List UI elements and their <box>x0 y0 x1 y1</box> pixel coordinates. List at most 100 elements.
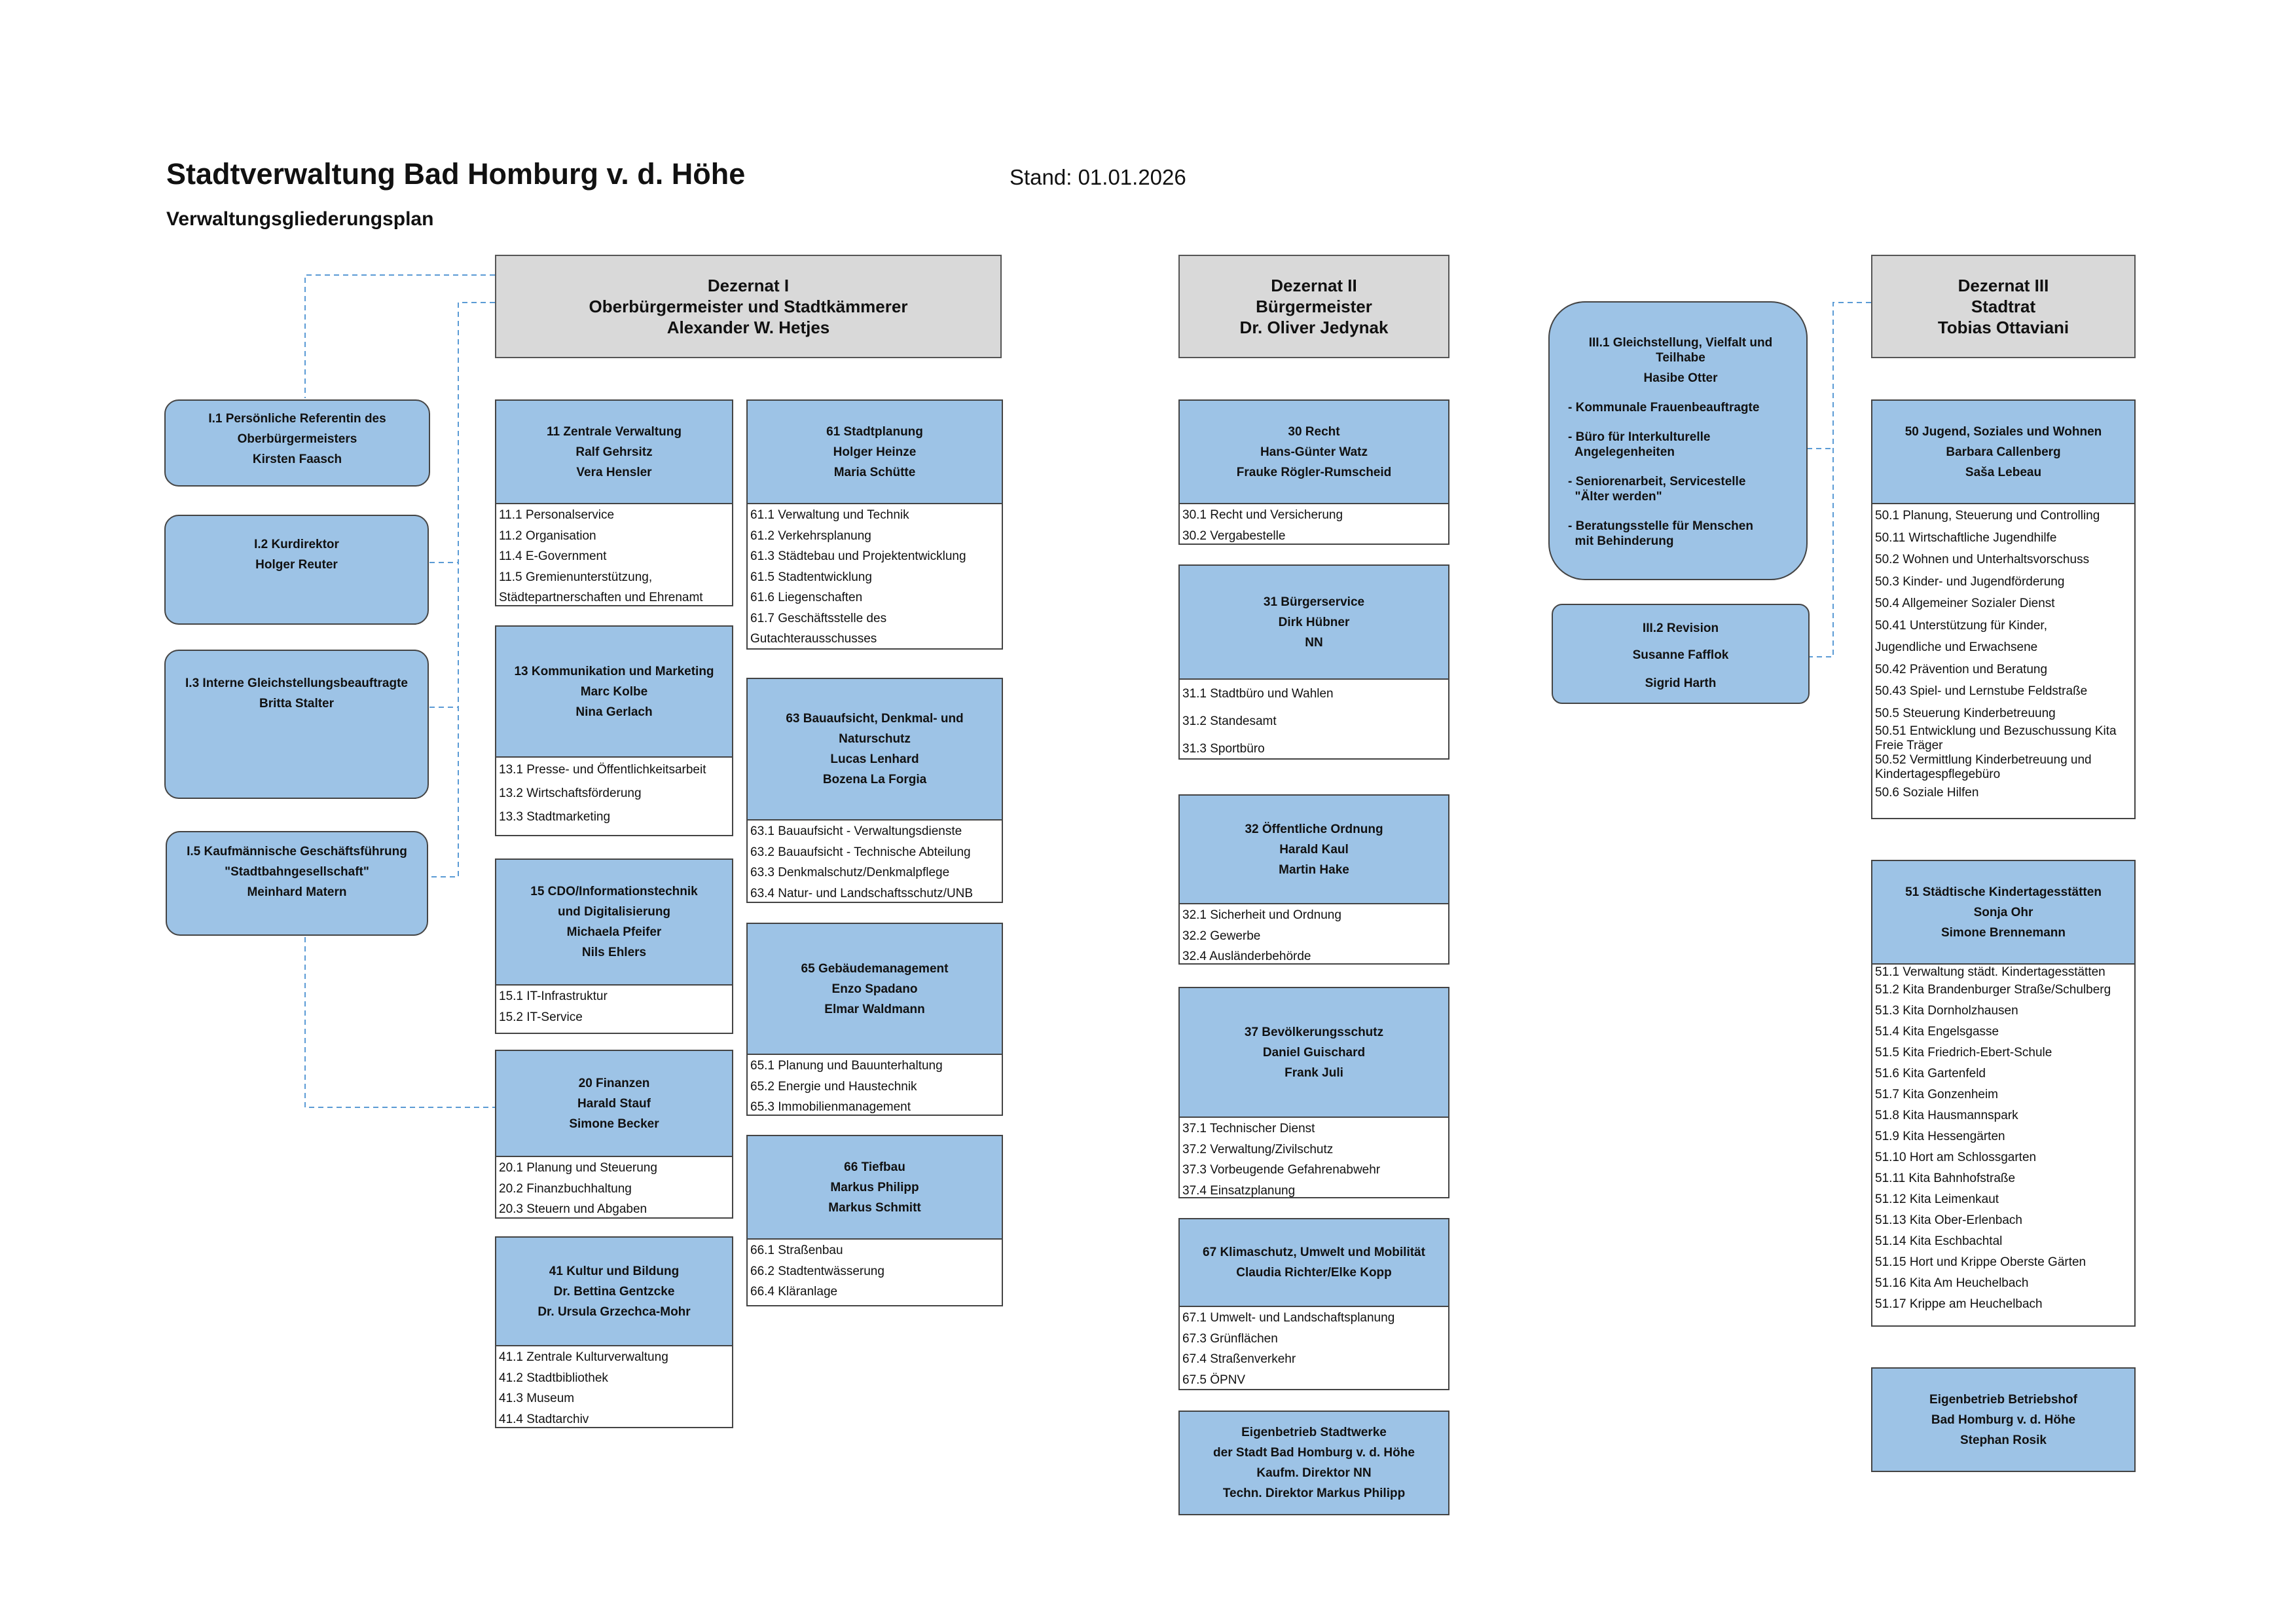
unit-person: Sonja Ohr <box>1973 905 2033 919</box>
unit-person: Ralf Gehrsitz <box>575 445 653 459</box>
staff-unit-line: III.2 Revision <box>1642 621 1719 635</box>
unit-title: 66 Tiefbau <box>844 1160 905 1174</box>
task-item: 51.1 Verwaltung städt. Kindertagesstätte… <box>1875 965 2105 979</box>
task-item: 41.1 Zentrale Kulturverwaltung <box>499 1350 668 1364</box>
dezernat-3-number: Dezernat III <box>1958 276 2049 295</box>
connector-staff-iii <box>1810 302 1871 657</box>
task-item: 51.11 Kita Bahnhofstraße <box>1875 1172 2016 1185</box>
unit-person: Harald Kaul <box>1279 842 1349 857</box>
staff-unit-line: - Seniorenarbeit, Servicestelle <box>1568 475 1746 489</box>
task-item: 11.2 Organisation <box>499 528 596 543</box>
staff-unit-line: Britta Stalter <box>259 697 335 710</box>
task-item: 61.2 Verkehrsplanung <box>750 528 871 543</box>
task-item: 13.2 Wirtschaftsförderung <box>499 786 642 800</box>
unit-person: Dr. Ursula Grzechca-Mohr <box>538 1304 691 1319</box>
task-item: 51.10 Hort am Schlossgarten <box>1875 1151 2037 1164</box>
task-item: 31.3 Sportbüro <box>1182 742 1265 756</box>
task-item: 15.1 IT-Infrastruktur <box>499 989 608 1003</box>
task-item: Städtepartnerschaften und Ehrenamt <box>499 591 703 604</box>
task-item: 50.11 Wirtschaftliche Jugendhilfe <box>1875 530 2057 545</box>
task-item: 20.3 Steuern und Abgaben <box>499 1202 647 1216</box>
unit-title: 51 Städtische Kindertagesstätten <box>1905 885 2102 899</box>
staff-unit-line: I.5 Kaufmännische Geschäftsführung <box>187 845 407 858</box>
staff-unit-line: "Älter werden" <box>1568 490 1662 504</box>
unit-person: Simone Brennemann <box>1941 925 2066 940</box>
unit-person: Harald Stauf <box>577 1096 651 1111</box>
unit-person: Enzo Spadano <box>831 982 918 996</box>
task-item: 41.2 Stadtbibliothek <box>499 1371 608 1385</box>
unit-person: Markus Philipp <box>830 1180 919 1194</box>
task-item: 63.2 Bauaufsicht - Technische Abteilung <box>750 845 971 859</box>
task-item: 51.17 Krippe am Heuchelbach <box>1875 1297 2043 1311</box>
task-item: 51.7 Kita Gonzenheim <box>1875 1088 1999 1101</box>
unit-person: Michaela Pfeifer <box>566 925 662 939</box>
task-item: 63.3 Denkmalschutz/Denkmalpflege <box>750 866 950 879</box>
task-item: 51.13 Kita Ober-Erlenbach <box>1875 1213 2022 1227</box>
unit-title: 15 CDO/Informationstechnik <box>530 885 698 898</box>
unit-title: Eigenbetrieb Stadtwerke <box>1241 1426 1387 1439</box>
task-item: 51.15 Hort und Krippe Oberste Gärten <box>1875 1255 2086 1269</box>
unit-title: 11 Zentrale Verwaltung <box>547 424 682 439</box>
task-item: 67.5 ÖPNV <box>1182 1373 1246 1387</box>
dezernat-2-role: Bürgermeister <box>1256 297 1372 316</box>
task-item: 32.2 Gewerbe <box>1182 929 1261 943</box>
task-item: 67.4 Straßenverkehr <box>1182 1352 1296 1366</box>
task-item: 37.4 Einsatzplanung <box>1182 1183 1296 1198</box>
task-item: 51.16 Kita Am Heuchelbach <box>1875 1276 2029 1290</box>
task-item: 30.2 Vergabestelle <box>1182 528 1286 543</box>
staff-unit-line: - Büro für Interkulturelle <box>1568 430 1711 444</box>
task-item: 50.43 Spiel- und Lernstube Feldstraße <box>1875 684 2088 698</box>
unit-person: Lucas Lenhard <box>830 752 919 766</box>
task-item: 50.51 Entwicklung und Bezuschussung Kita… <box>1875 724 2117 752</box>
unit-person: Maria Schütte <box>833 465 916 479</box>
staff-unit-line: Angelegenheiten <box>1568 445 1675 459</box>
task-item: 20.1 Planung und Steuerung <box>499 1161 657 1175</box>
task-item: 51.4 Kita Engelsgasse <box>1875 1025 1999 1039</box>
unit-person: Stephan Rosik <box>1960 1433 2047 1447</box>
connector-staff-i1 <box>304 274 495 398</box>
dezernat-1-head: Dezernat I Oberbürgermeister und Stadtkä… <box>495 255 1002 358</box>
unit-title: 50 Jugend, Soziales und Wohnen <box>1904 424 2102 439</box>
task-item: Jugendliche und Erwachsene <box>1875 640 2038 654</box>
unit-person: NN <box>1305 635 1323 650</box>
unit-person: Daniel Guischard <box>1262 1045 1366 1060</box>
task-item: 50.2 Wohnen und Unterhaltsvorschuss <box>1875 553 2090 566</box>
staff-unit-line: Sigrid Harth <box>1645 676 1717 690</box>
staff-unit-i2: I.2 Kurdirektor Holger Reuter <box>164 515 429 625</box>
task-item: 50.52 Vermittlung Kinderbetreuung und Ki… <box>1875 753 2092 781</box>
task-item: 61.5 Stadtentwicklung <box>750 570 872 584</box>
task-item: 51.14 Kita Eschbachtal <box>1875 1234 2003 1248</box>
connector-staff-i5-finance <box>304 937 495 1108</box>
staff-unit-line: Holger Reuter <box>255 558 338 572</box>
dezernat-3-role: Stadtrat <box>1971 297 2036 316</box>
unit-person: Hans-Günter Watz <box>1260 445 1368 459</box>
unit-title: 67 Klimaschutz, Umwelt und Mobilität <box>1203 1246 1425 1259</box>
unit-person: Barbara Callenberg <box>1946 445 2061 459</box>
task-item: 63.4 Natur- und Landschaftsschutz/UNB <box>750 886 974 900</box>
task-item: 37.1 Technischer Dienst <box>1182 1122 1315 1135</box>
task-item: 61.6 Liegenschaften <box>750 591 863 604</box>
